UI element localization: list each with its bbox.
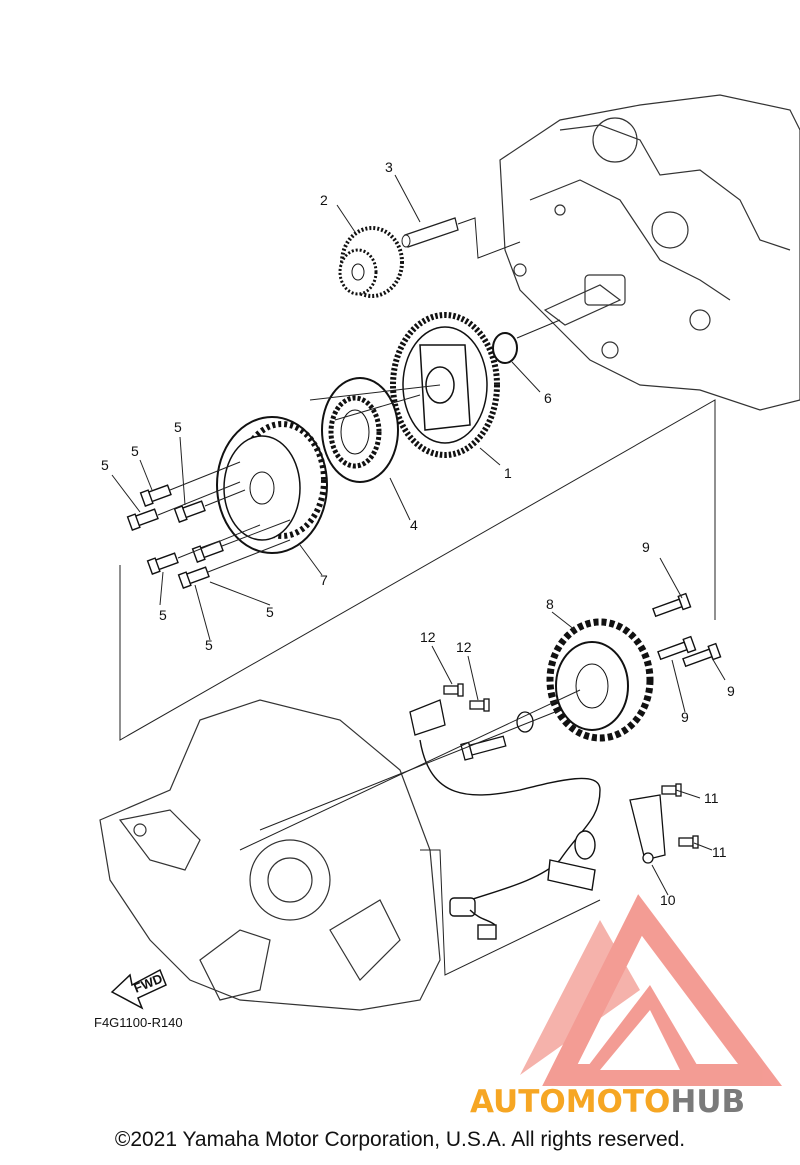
part-7-rotor	[216, 416, 328, 554]
callout-7: 7	[320, 572, 328, 588]
part-12-screws	[409, 683, 534, 761]
callout-9a: 9	[642, 539, 650, 555]
watermark-part1: AUTOMOTO	[470, 1084, 670, 1120]
callout-12b: 12	[456, 639, 472, 655]
part-11-screws	[661, 783, 699, 849]
callout-9b: 9	[727, 683, 735, 699]
part-6-o-ring	[492, 319, 561, 364]
callout-5b: 5	[131, 443, 139, 459]
crankcase-cover-outline	[99, 689, 601, 1011]
copyright-notice: ©2021 Yamaha Motor Corporation, U.S.A. A…	[114, 1128, 686, 1151]
part-3-shaft	[401, 217, 521, 259]
callout-8: 8	[546, 596, 554, 612]
part-1-starter-wheel-gear	[390, 312, 500, 458]
callout-5a: 5	[174, 419, 182, 435]
part-4-one-way-clutch	[321, 377, 399, 483]
callout-2: 2	[320, 192, 328, 208]
callout-3: 3	[385, 159, 393, 175]
leader-lines	[111, 174, 726, 896]
callout-9c: 9	[681, 709, 689, 725]
callout-6: 6	[544, 390, 552, 406]
part-2-idler-gear	[338, 226, 404, 298]
callout-5f: 5	[205, 637, 213, 653]
part-8-stator	[546, 618, 654, 742]
callout-5d: 5	[159, 607, 167, 623]
part-10-bracket	[629, 794, 666, 864]
crankcase-outline	[499, 94, 800, 411]
callout-4: 4	[410, 517, 418, 533]
callout-5c: 5	[101, 457, 109, 473]
watermark-text: AUTOMOTOHUB	[470, 1084, 745, 1120]
watermark-part2: HUB	[670, 1084, 745, 1120]
callout-11a: 11	[704, 790, 719, 806]
watermark-logo-icon	[520, 894, 782, 1086]
part-9-bolts	[652, 592, 722, 668]
callout-10: 10	[660, 892, 676, 908]
callout-11b: 11	[712, 844, 727, 860]
assembly-bracket-line	[119, 399, 716, 741]
callout-12a: 12	[420, 629, 436, 645]
wire-harness	[419, 739, 601, 940]
part-5-bolts	[126, 484, 224, 589]
diagram-code: F4G1100-R140	[94, 1015, 183, 1030]
callout-1: 1	[504, 465, 512, 481]
fwd-arrow-icon: FWD	[110, 968, 167, 1010]
callout-5e: 5	[266, 604, 274, 620]
bolt-axis-lines	[157, 384, 441, 573]
callout-labels: 1 2 3 4 6 7 8 10 5 5 5 5 5 5 9 9 9 11 11…	[101, 159, 735, 908]
